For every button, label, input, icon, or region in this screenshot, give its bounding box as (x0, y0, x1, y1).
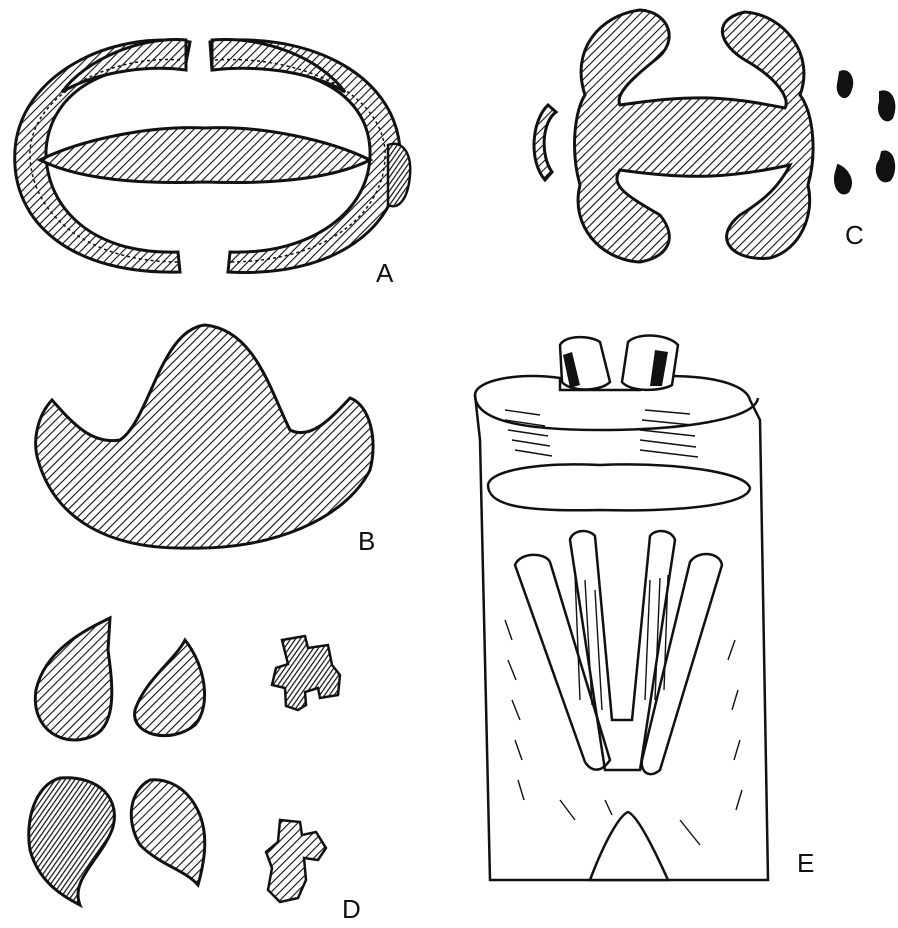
panel-a-label: A (376, 260, 393, 286)
panel-a-section (15, 40, 401, 273)
panel-d-teardrop-1 (35, 618, 111, 740)
panel-c-body (575, 10, 813, 262)
panel-d-teardrops (29, 618, 205, 905)
panel-d-teardrop-2 (135, 640, 205, 736)
panel-e-middle-band (488, 464, 750, 510)
panel-c-label: C (845, 222, 864, 248)
panel-a-crossbar (40, 128, 370, 183)
panel-e-label: E (797, 850, 814, 876)
panel-c-piece-1 (838, 71, 852, 97)
panel-b-label: B (358, 528, 375, 554)
panel-c-piece-4 (877, 152, 894, 182)
panel-d-fragment-top (272, 636, 340, 710)
panel-b-section (36, 325, 373, 548)
panel-d-fragment-bottom (266, 820, 326, 902)
panel-c-small-pieces (835, 71, 894, 193)
panel-c-section (534, 10, 813, 262)
panel-e-outer-column (475, 376, 768, 880)
panel-c-piece-3 (835, 165, 851, 194)
panel-c-piece-2 (879, 91, 894, 120)
panel-d-teardrop-4 (131, 780, 204, 885)
panel-e-right-stub (622, 336, 678, 390)
panel-e-column (475, 336, 768, 880)
panel-d-fragments (266, 636, 340, 902)
panel-d-teardrop-3 (29, 778, 115, 905)
panel-d-label: D (342, 896, 361, 922)
panel-a-nodule (388, 144, 410, 207)
panel-b-body (36, 325, 373, 548)
panel-c-left-sliver (534, 105, 556, 180)
